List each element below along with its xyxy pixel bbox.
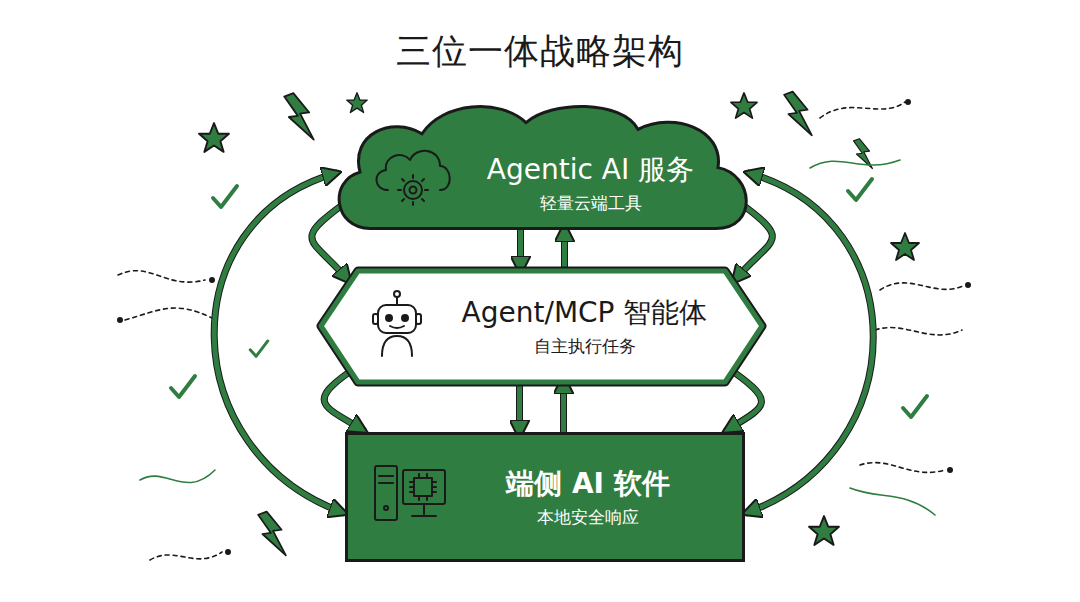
cloud-node: Agentic AI 服务轻量云端工具 [330, 100, 755, 233]
connector-outline [727, 373, 761, 430]
dots [117, 99, 971, 555]
diagram-title: 三位一体战略架构 [0, 28, 1080, 75]
connector-outline [560, 380, 567, 434]
hexagon-node: Agent/MCP 智能体自主执行任务 [318, 268, 765, 385]
arrow-connector [727, 373, 761, 430]
node-subtitle: 轻量云端工具 [540, 193, 642, 214]
arrow-connector [564, 228, 565, 270]
node-title: 端侧 AI 软件 [506, 466, 670, 501]
arrow-connector [520, 228, 521, 270]
connector-line [747, 173, 873, 512]
squiggles [118, 102, 965, 560]
connector-outline [517, 228, 524, 270]
connector-line [562, 228, 567, 270]
connector-outline [747, 173, 873, 512]
arrow-connector [214, 173, 343, 512]
connector-line [517, 380, 522, 434]
connector-outline [561, 228, 568, 270]
connector-line [518, 228, 523, 270]
node-subtitle: 自主执行任务 [534, 336, 636, 357]
arrow-connector [519, 380, 520, 434]
stars [199, 93, 919, 545]
node-subtitle: 本地安全响应 [537, 507, 639, 528]
arrow-connector [747, 173, 873, 512]
connector-line [214, 173, 343, 512]
connector-line [727, 373, 761, 430]
connector-line [561, 380, 566, 434]
node-title: Agentic AI 服务 [487, 152, 694, 187]
connector-outline [516, 380, 523, 434]
node-title: Agent/MCP 智能体 [462, 295, 708, 330]
arrow-connector [563, 380, 564, 434]
connector-outline [214, 173, 343, 512]
process-box: 端侧 AI 软件本地安全响应 [345, 432, 745, 562]
